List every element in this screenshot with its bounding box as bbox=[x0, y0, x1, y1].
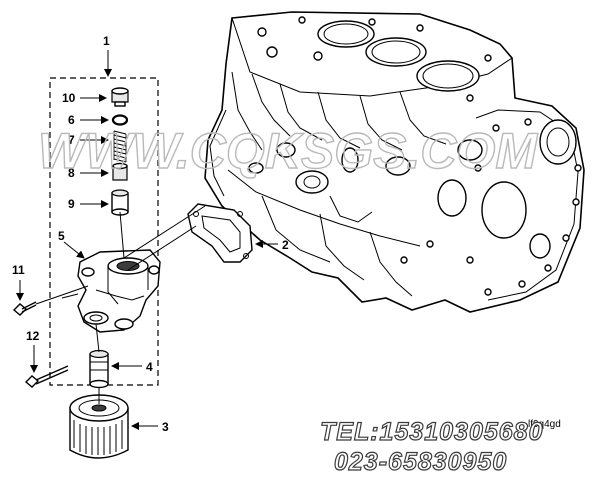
valve-part-9 bbox=[111, 189, 129, 216]
watermark-phone: 023-65830950 bbox=[334, 448, 507, 475]
callout-1: 1 bbox=[103, 34, 110, 48]
watermark-tel: TEL:15310305680 bbox=[320, 418, 543, 446]
assembly-lines bbox=[35, 205, 206, 404]
callout-6: 6 bbox=[68, 113, 75, 127]
spring-retainer-part-8 bbox=[112, 162, 128, 181]
bolt-part-12 bbox=[24, 365, 69, 388]
bolt-part-11 bbox=[12, 301, 37, 316]
oil-filter-part-3 bbox=[69, 394, 129, 459]
callout-9: 9 bbox=[68, 197, 75, 211]
callout-arrows bbox=[16, 50, 278, 430]
plug-part-10 bbox=[111, 87, 129, 107]
cylinder-block bbox=[204, 11, 585, 313]
gasket-part-2 bbox=[187, 203, 253, 263]
head-bolt-holes bbox=[257, 16, 492, 102]
callout-12: 12 bbox=[26, 329, 40, 343]
callout-8: 8 bbox=[68, 166, 75, 180]
callout-labels: 1 2 3 4 5 6 7 8 9 10 11 12 bbox=[12, 34, 289, 434]
figure-reference: lf9q4gd bbox=[528, 419, 561, 430]
spring-part-7 bbox=[113, 130, 127, 163]
cylinder-bores bbox=[317, 20, 480, 92]
callout-10: 10 bbox=[62, 91, 76, 105]
kit-boundary-part-1 bbox=[49, 77, 159, 386]
callout-7: 7 bbox=[68, 133, 75, 147]
callout-11: 11 bbox=[12, 263, 25, 277]
callout-5: 5 bbox=[58, 229, 65, 243]
rear-housing-bolt-holes bbox=[400, 118, 582, 296]
o-ring-part-6 bbox=[111, 114, 129, 126]
callout-2: 2 bbox=[282, 238, 289, 252]
callout-4: 4 bbox=[146, 360, 153, 374]
callout-3: 3 bbox=[162, 420, 169, 434]
filter-head-part-5 bbox=[77, 249, 161, 333]
nipple-part-4 bbox=[89, 349, 109, 389]
watermark-site: WWW.CQKSGS.COM bbox=[38, 123, 538, 179]
